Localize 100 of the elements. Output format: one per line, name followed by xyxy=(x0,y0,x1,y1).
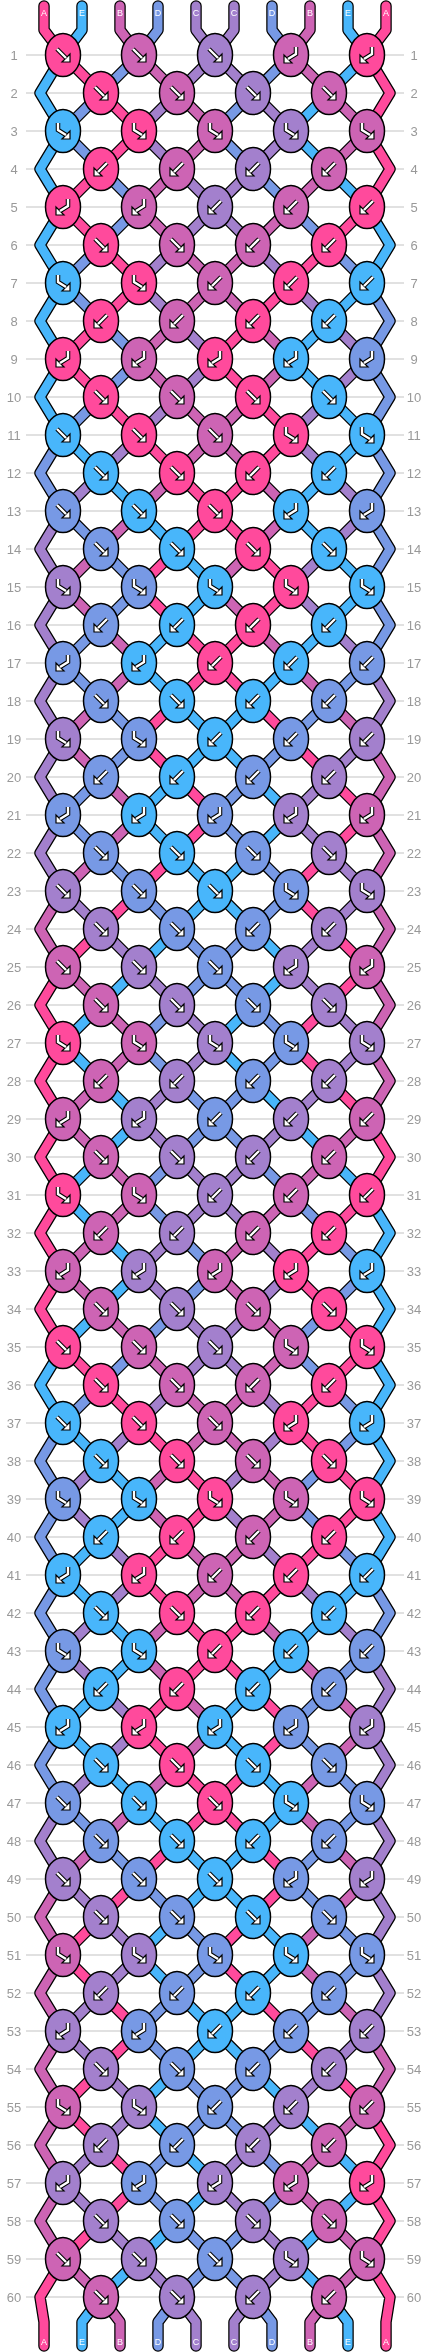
row-number: 19 xyxy=(6,732,22,747)
row-number: 8 xyxy=(410,314,418,329)
row-number: 42 xyxy=(406,1606,422,1621)
string-letter: C xyxy=(192,2337,200,2347)
row-number: 41 xyxy=(406,1568,422,1583)
row-number: 60 xyxy=(406,2290,422,2305)
row-number: 1 xyxy=(410,48,418,63)
string-letter: A xyxy=(41,2337,47,2347)
row-number: 21 xyxy=(406,808,422,823)
row-number: 9 xyxy=(10,352,18,367)
row-number: 27 xyxy=(6,1036,22,1051)
row-number: 31 xyxy=(406,1188,422,1203)
row-number: 45 xyxy=(406,1720,422,1735)
row-number: 12 xyxy=(6,466,22,481)
string-letter: C xyxy=(230,8,238,18)
row-number: 28 xyxy=(406,1074,422,1089)
string-letter: E xyxy=(79,8,85,18)
string-letter: D xyxy=(268,2337,276,2347)
row-number: 57 xyxy=(406,2176,422,2191)
row-number: 39 xyxy=(6,1492,22,1507)
row-number: 17 xyxy=(6,656,22,671)
row-number: 13 xyxy=(406,504,422,519)
string-letter: E xyxy=(345,2337,351,2347)
row-number: 16 xyxy=(406,618,422,633)
row-number: 50 xyxy=(406,1910,422,1925)
row-number: 1 xyxy=(10,48,18,63)
string-letter: B xyxy=(117,8,123,18)
row-number: 37 xyxy=(6,1416,22,1431)
row-number: 25 xyxy=(406,960,422,975)
row-number: 44 xyxy=(406,1682,422,1697)
row-number: 56 xyxy=(6,2138,22,2153)
row-number: 10 xyxy=(406,390,422,405)
row-number: 38 xyxy=(6,1454,22,1469)
row-number: 36 xyxy=(406,1378,422,1393)
row-number: 22 xyxy=(406,846,422,861)
row-number: 40 xyxy=(6,1530,22,1545)
row-number: 5 xyxy=(10,200,18,215)
row-number: 49 xyxy=(6,1872,22,1887)
row-number: 32 xyxy=(6,1226,22,1241)
row-number: 26 xyxy=(406,998,422,1013)
string-letter: A xyxy=(383,8,389,18)
row-number: 20 xyxy=(6,770,22,785)
row-number: 47 xyxy=(6,1796,22,1811)
row-number: 53 xyxy=(6,2024,22,2039)
row-number: 31 xyxy=(6,1188,22,1203)
row-number: 44 xyxy=(6,1682,22,1697)
string-letter: D xyxy=(268,8,276,18)
row-number: 35 xyxy=(406,1340,422,1355)
row-number: 15 xyxy=(406,580,422,595)
row-number: 30 xyxy=(406,1150,422,1165)
string-letter: B xyxy=(117,2337,123,2347)
row-number: 57 xyxy=(6,2176,22,2191)
row-number: 36 xyxy=(6,1378,22,1393)
row-number: 60 xyxy=(6,2290,22,2305)
string-letter: A xyxy=(383,2337,389,2347)
row-number: 7 xyxy=(410,276,418,291)
row-number: 42 xyxy=(6,1606,22,1621)
row-number: 43 xyxy=(406,1644,422,1659)
string-letter: A xyxy=(41,8,47,18)
row-number: 48 xyxy=(6,1834,22,1849)
row-number: 40 xyxy=(406,1530,422,1545)
row-number: 41 xyxy=(6,1568,22,1583)
row-number: 52 xyxy=(6,1986,22,2001)
row-number: 2 xyxy=(10,86,18,101)
row-number: 6 xyxy=(410,238,418,253)
row-number: 24 xyxy=(6,922,22,937)
row-number: 46 xyxy=(406,1758,422,1773)
row-number: 11 xyxy=(7,428,21,443)
row-number: 55 xyxy=(6,2100,22,2115)
row-number: 3 xyxy=(10,124,18,139)
row-number: 7 xyxy=(10,276,18,291)
row-number: 28 xyxy=(6,1074,22,1089)
row-number: 48 xyxy=(406,1834,422,1849)
row-number: 54 xyxy=(6,2062,22,2077)
row-number: 29 xyxy=(406,1112,422,1127)
row-number: 21 xyxy=(6,808,22,823)
row-number: 33 xyxy=(406,1264,422,1279)
row-number: 53 xyxy=(406,2024,422,2039)
row-number: 18 xyxy=(406,694,422,709)
row-number: 56 xyxy=(406,2138,422,2153)
row-number: 16 xyxy=(6,618,22,633)
row-number: 14 xyxy=(6,542,22,557)
row-number: 59 xyxy=(406,2252,422,2267)
row-number: 59 xyxy=(6,2252,22,2267)
row-number: 58 xyxy=(406,2214,422,2229)
row-number: 5 xyxy=(410,200,418,215)
row-number: 54 xyxy=(406,2062,422,2077)
row-number: 13 xyxy=(6,504,22,519)
row-number: 18 xyxy=(6,694,22,709)
string-letter: D xyxy=(154,2337,162,2347)
row-number: 24 xyxy=(406,922,422,937)
row-number: 15 xyxy=(6,580,22,595)
row-number: 50 xyxy=(6,1910,22,1925)
row-number: 4 xyxy=(410,162,418,177)
string-letter: E xyxy=(79,2337,85,2347)
row-number: 8 xyxy=(10,314,18,329)
row-number: 51 xyxy=(6,1948,22,1963)
string-letter: D xyxy=(154,8,162,18)
row-number: 3 xyxy=(410,124,418,139)
string-letter: C xyxy=(192,8,200,18)
